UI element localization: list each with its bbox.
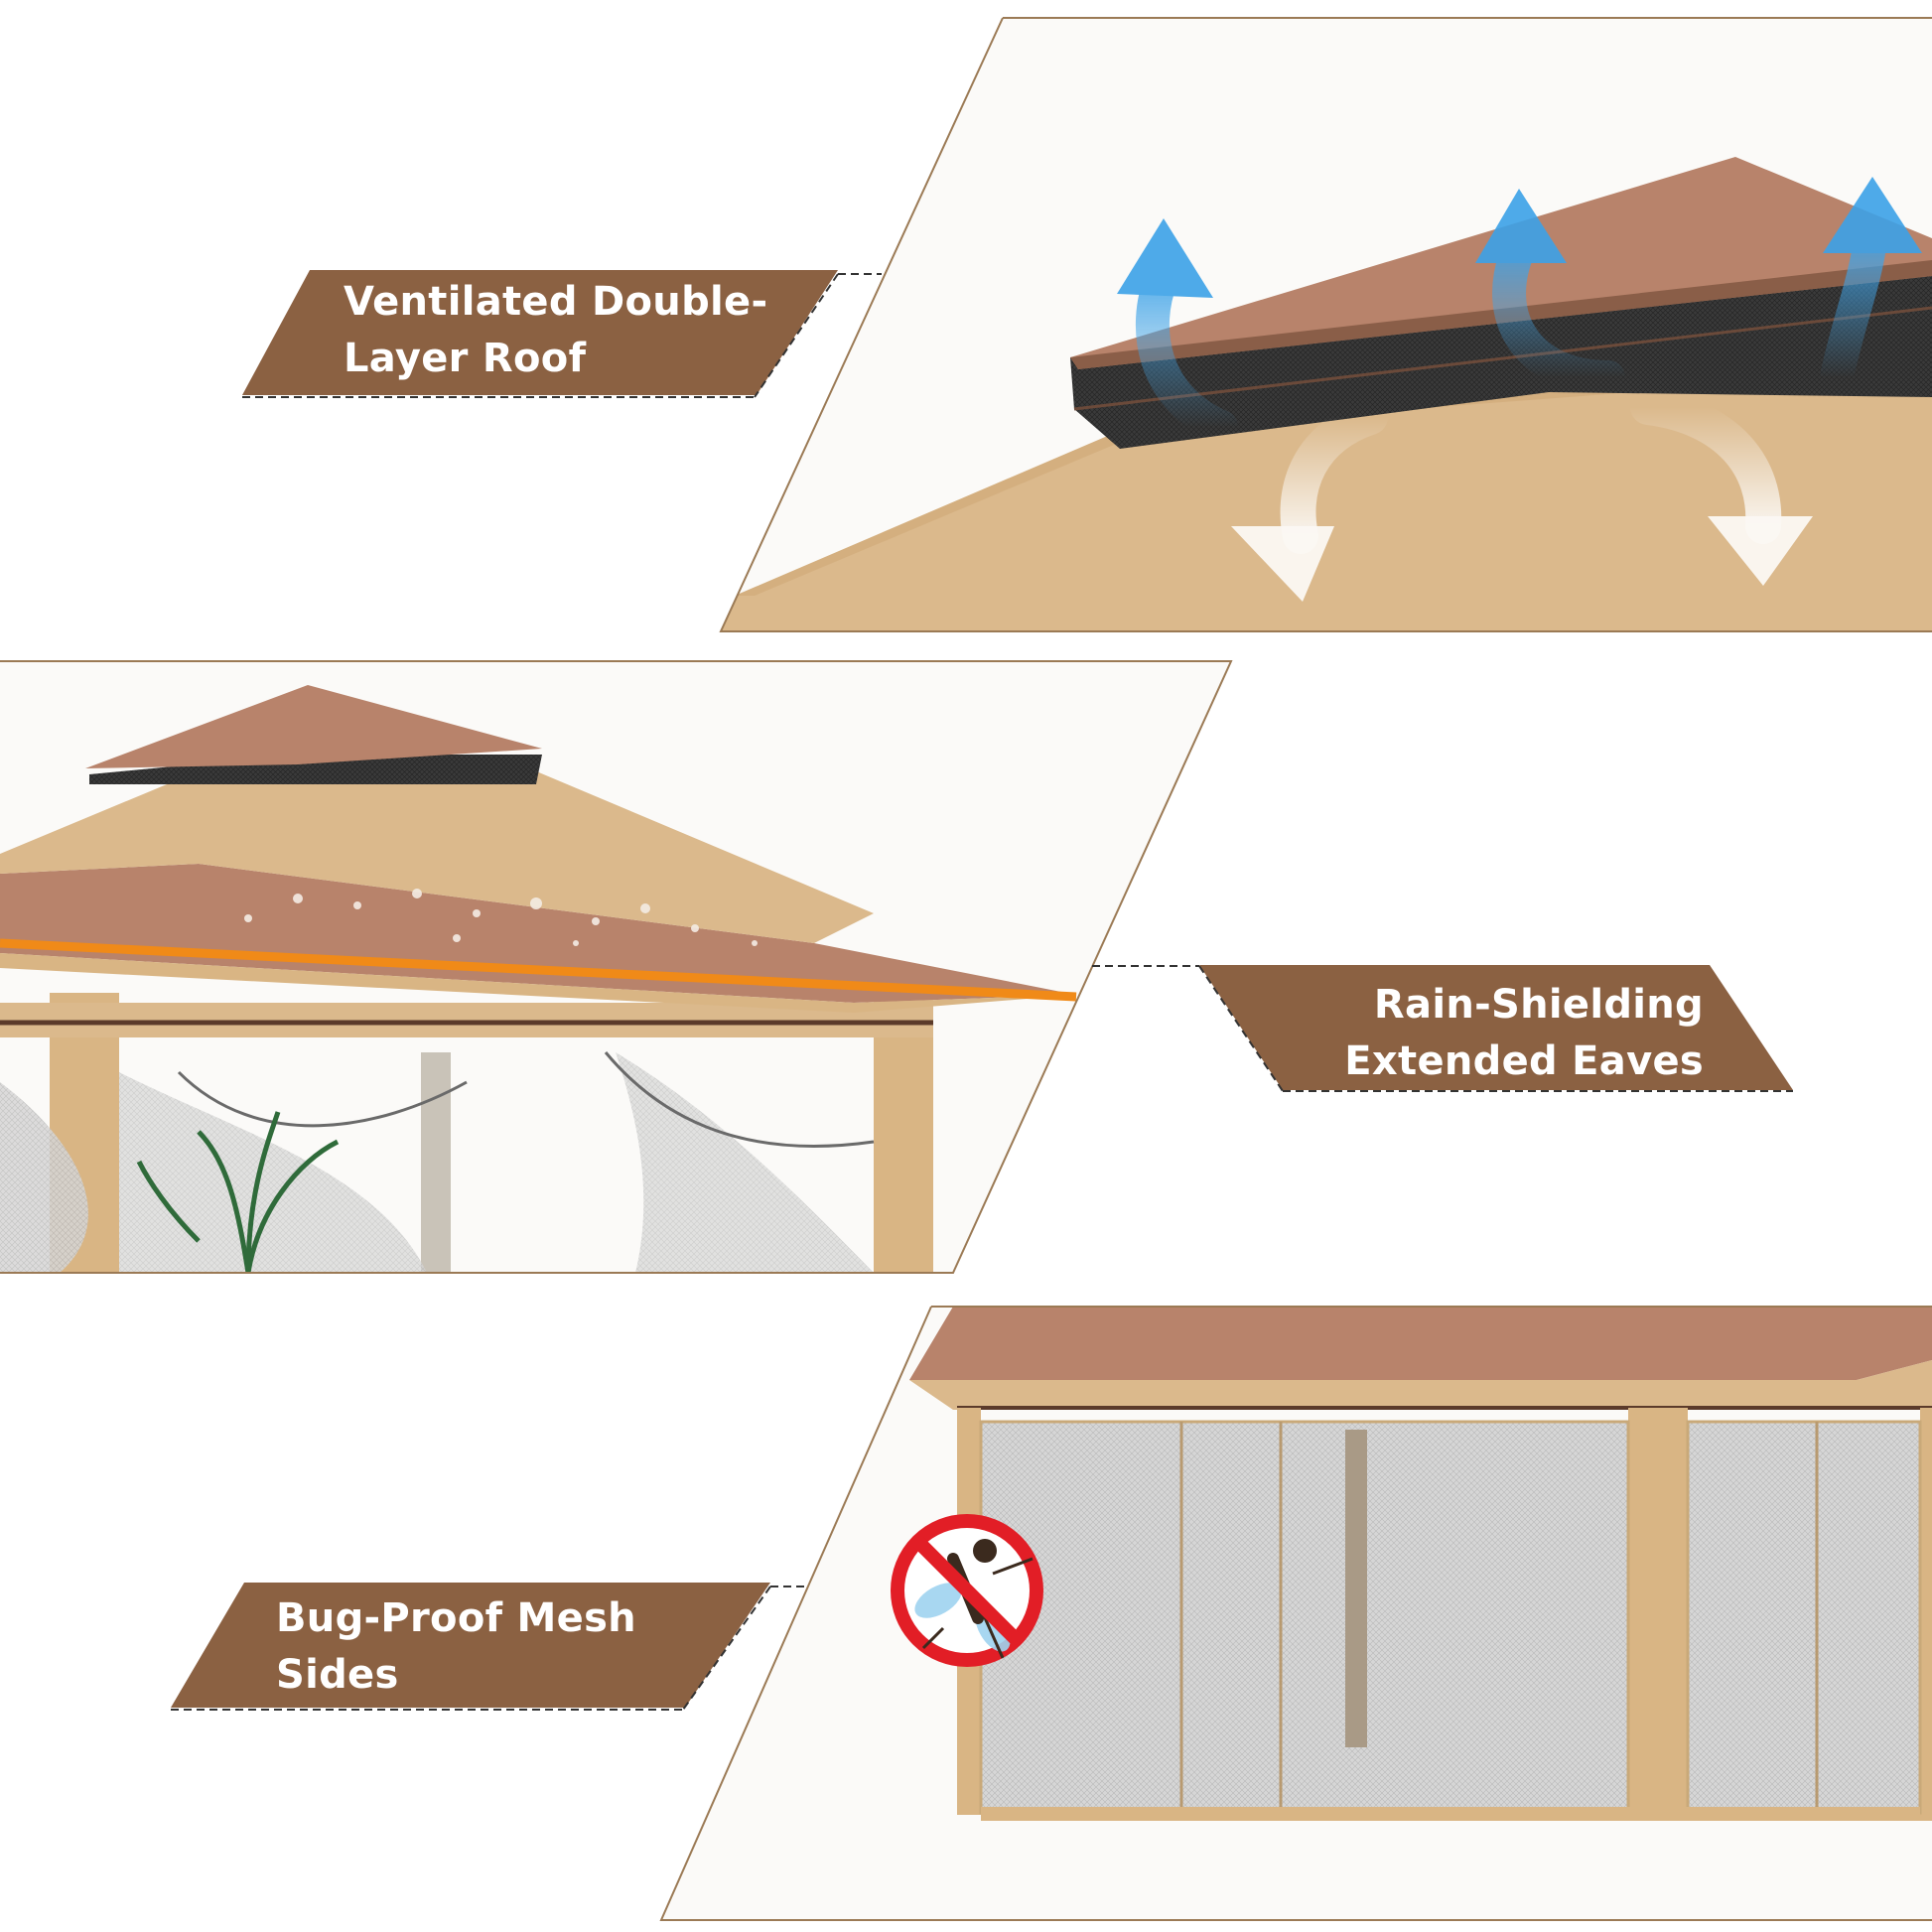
label-line: Rain-Shielding bbox=[1373, 982, 1704, 1028]
panel-ventilated-roof bbox=[719, 17, 1932, 632]
label-line: Layer Roof bbox=[344, 336, 587, 381]
airflow-up-arrow-icon bbox=[1475, 189, 1625, 394]
upper-canopy bbox=[85, 685, 542, 768]
label-mesh-sides-bg bbox=[171, 1583, 808, 1711]
panel-mesh-sides bbox=[659, 1306, 1932, 1921]
label-line: Extended Eaves bbox=[1344, 1038, 1704, 1084]
label-rain-eaves-bg bbox=[1092, 965, 1793, 1092]
label-mesh-sides: Bug-Proof Mesh Sides bbox=[276, 1590, 636, 1704]
frame-post bbox=[874, 993, 933, 1273]
panel-extended-eaves bbox=[0, 660, 1233, 1274]
airflow-up-arrow-icon bbox=[1117, 218, 1238, 444]
mesh-wall-right bbox=[1686, 1420, 1922, 1815]
rain-drops bbox=[244, 889, 758, 946]
airflow-down-arrow-icon bbox=[1231, 399, 1388, 602]
no-mosquito-icon bbox=[891, 1514, 1043, 1667]
label-ventilated-roof: Ventilated Double- Layer Roof bbox=[344, 274, 767, 387]
label-line: Ventilated Double- bbox=[344, 279, 768, 325]
airflow-up-arrow-icon bbox=[1820, 177, 1922, 394]
label-rain-eaves: Rain-Shielding Extended Eaves bbox=[1344, 977, 1704, 1090]
eave-canopy bbox=[0, 864, 1076, 1003]
lower-canopy bbox=[721, 357, 1932, 631]
frame-post bbox=[1628, 1408, 1688, 1821]
mesh-wall-left bbox=[979, 1420, 1630, 1815]
airflow-down-arrow-icon bbox=[1630, 389, 1813, 586]
label-ventilated-roof-bg bbox=[242, 270, 882, 398]
label-line: Bug-Proof Mesh bbox=[276, 1595, 636, 1641]
eave-glow-edge bbox=[0, 938, 1077, 1002]
gazebo-roof bbox=[909, 1307, 1932, 1380]
palm-plant bbox=[136, 1111, 340, 1273]
label-line: Sides bbox=[276, 1652, 399, 1698]
